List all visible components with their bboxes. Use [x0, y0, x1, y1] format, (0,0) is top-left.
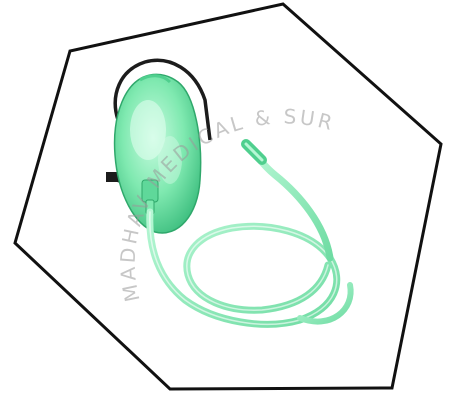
tube-connector: [241, 139, 267, 165]
oxygen-mask: [113, 73, 202, 234]
hexagon-frame: [13, 2, 443, 391]
oxygen-tubing: [146, 146, 354, 328]
